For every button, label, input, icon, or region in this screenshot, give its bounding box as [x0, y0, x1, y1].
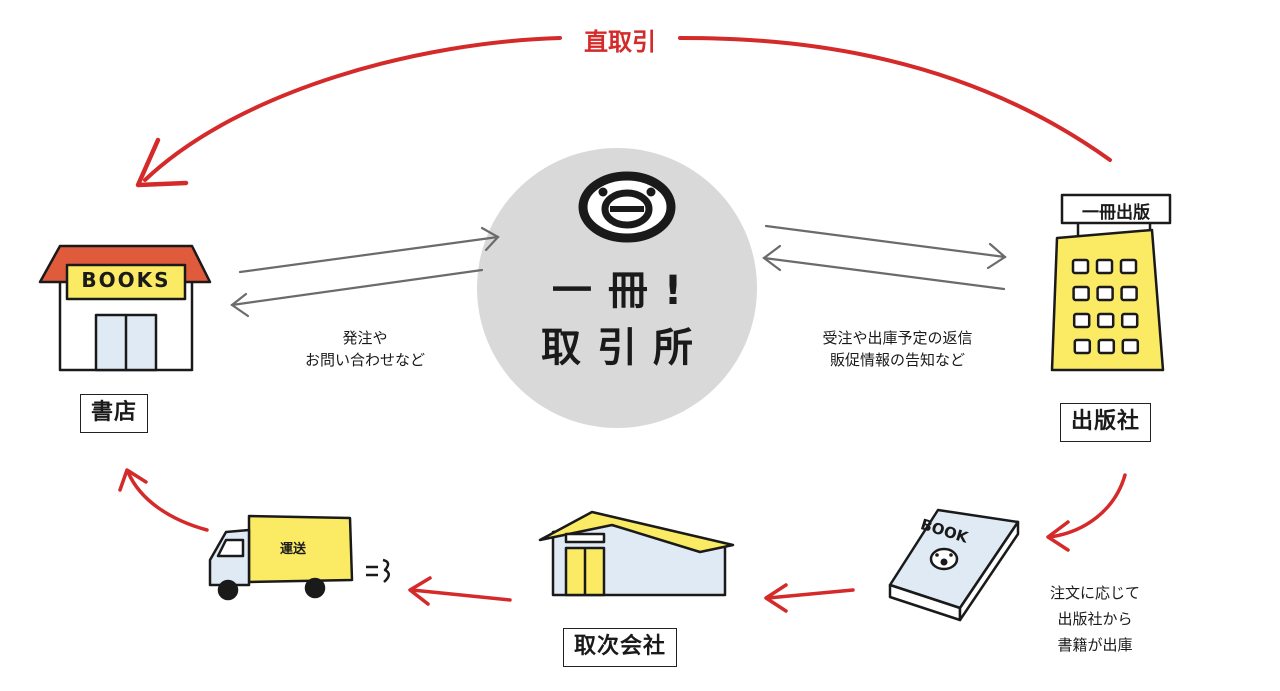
building-window — [1120, 285, 1138, 302]
truck-sign: 運送 — [280, 542, 307, 557]
building-windows — [1071, 258, 1140, 355]
center-to-publisher-note-line2: 販促情報の告知など — [829, 351, 965, 369]
publisher-ship-note-line1: 注文に応じて — [1049, 584, 1140, 602]
bookstore-sign: BOOKS — [81, 268, 171, 292]
smiling-face-logo-icon — [578, 171, 676, 243]
publisher-ship-note-line2: 出版社から — [1057, 610, 1133, 628]
store-to-center-note: 発注や お問い合わせなど — [280, 327, 450, 371]
delivery-truck-icon — [208, 514, 390, 601]
building-window — [1071, 258, 1090, 275]
building-window — [1096, 285, 1114, 302]
building-window — [1097, 338, 1116, 355]
building-window — [1072, 285, 1090, 302]
store-to-center-note-line1: 発注や — [342, 329, 388, 347]
center-title-line1: 一冊! — [551, 268, 699, 314]
publisher-label: 出版社 — [1060, 403, 1152, 442]
publisher-ship-note-line3: 書籍が出庫 — [1057, 636, 1133, 654]
center-publisher-arrows — [762, 224, 1007, 291]
building-window — [1096, 312, 1115, 329]
building-window — [1121, 338, 1140, 355]
center-circle — [477, 148, 757, 428]
building-window — [1120, 312, 1139, 329]
distributor-label: 取次会社 — [563, 628, 678, 667]
direct-trade-arrowhead — [135, 137, 189, 188]
center-to-publisher-note: 受注や出庫予定の返信 販促情報の告知など — [790, 327, 1005, 371]
bookstore-icon — [38, 244, 212, 372]
store-center-arrows — [230, 226, 500, 318]
direct-trade-label: 直取引 — [576, 22, 664, 57]
center-title-line2: 取引所 — [541, 325, 709, 371]
building-window — [1119, 258, 1138, 275]
publisher-ship-note: 注文に応じて 出版社から 書籍が出庫 — [1030, 580, 1160, 658]
warehouse-icon — [538, 510, 735, 597]
publisher-sign: 一冊出版 — [1082, 203, 1150, 223]
distribution-arrows — [118, 468, 1127, 613]
building-window — [1072, 312, 1091, 329]
store-to-center-note-line2: お問い合わせなど — [304, 351, 425, 369]
book-icon — [888, 508, 1020, 622]
building-window — [1095, 258, 1114, 275]
center-to-publisher-note-line1: 受注や出庫予定の返信 — [822, 329, 973, 347]
building-window — [1073, 338, 1092, 355]
direct-trade-arc — [143, 36, 1112, 182]
bookstore-label: 書店 — [80, 394, 149, 433]
